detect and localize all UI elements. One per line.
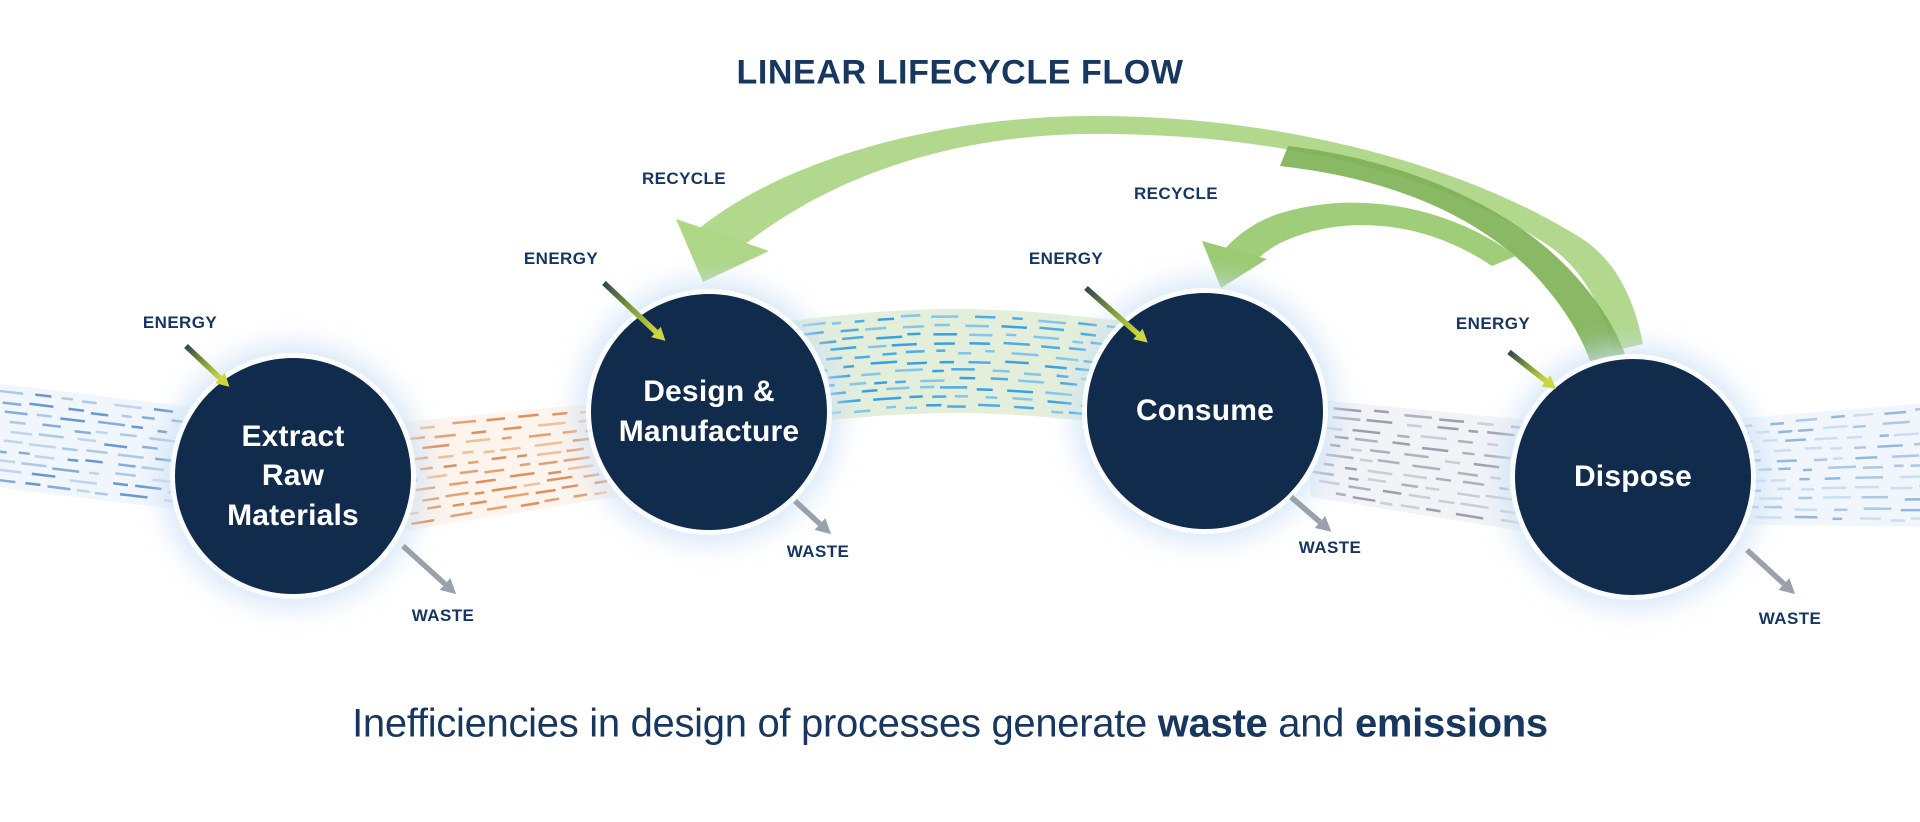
energy-arrow-consume-icon [1084, 285, 1148, 343]
recycle-arrow-short [1224, 202, 1516, 266]
waste-arrow-design-icon [793, 498, 832, 535]
recycle-label-consume: RECYCLE [1133, 184, 1219, 203]
node-label: Design & Manufacture [618, 375, 800, 448]
node-label: Dispose [1573, 460, 1693, 494]
caption-bold-waste: waste [1157, 701, 1268, 746]
waste-arrow-consume-icon [1289, 494, 1332, 532]
waste-arrow-dispose-icon [1745, 547, 1796, 595]
caption-prefix: Inefficiencies in design of processes ge… [352, 701, 1158, 746]
node-label: Extract Raw Materials [227, 419, 359, 532]
energy-label-design: ENERGY [523, 249, 599, 268]
energy-label-dispose: ENERGY [1455, 314, 1531, 333]
node-extract-raw-materials: Extract Raw Materials [175, 358, 411, 594]
caption: Inefficiencies in design of processes ge… [352, 702, 1548, 747]
energy-arrow-design-icon [602, 280, 666, 341]
energy-label-consume: ENERGY [1028, 249, 1104, 268]
flow-band-design-to-consume [780, 309, 1131, 426]
recycle-label-design: RECYCLE [641, 169, 727, 188]
node-dispose: Dispose [1515, 359, 1751, 595]
recycle-arrow-long-dark-strand [1280, 146, 1625, 361]
page-title: LINEAR LIFECYCLE FLOW [736, 53, 1184, 92]
caption-connector: and [1267, 701, 1355, 746]
waste-arrow-extract-icon [401, 543, 457, 595]
recycle-arrow-long-head-icon [676, 219, 769, 282]
waste-label-design: WASTE [786, 542, 850, 561]
waste-label-consume: WASTE [1298, 538, 1362, 557]
energy-label-extract: ENERGY [142, 313, 218, 332]
node-label: Consume [1135, 394, 1275, 428]
node-design-manufacture: Design & Manufacture [591, 294, 827, 530]
energy-arrow-extract-icon [184, 343, 230, 387]
waste-label-extract: WASTE [411, 606, 475, 625]
caption-bold-emissions: emissions [1354, 701, 1548, 746]
node-consume: Consume [1087, 293, 1323, 529]
recycle-arrow-short-head-icon [1202, 241, 1267, 288]
energy-arrow-dispose-icon [1507, 349, 1557, 390]
waste-label-dispose: WASTE [1758, 609, 1822, 628]
